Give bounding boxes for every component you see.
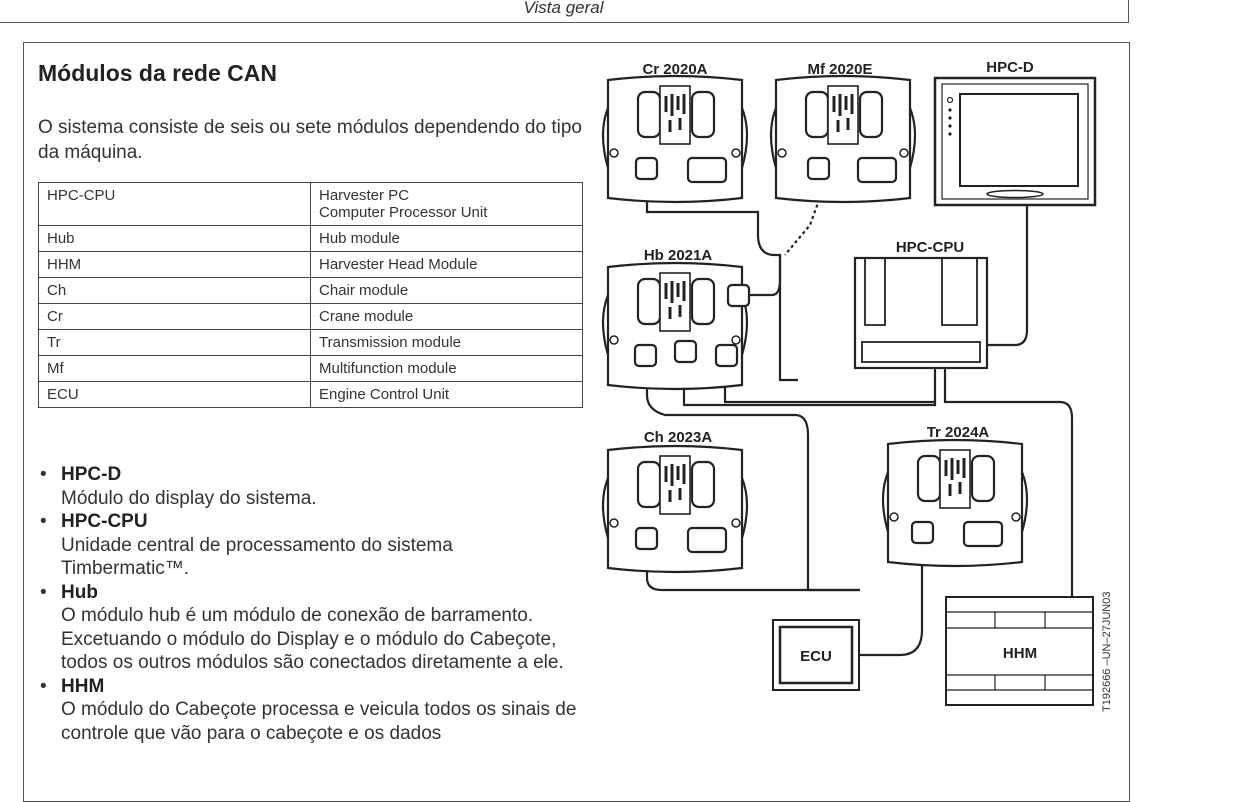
table-cell-abbr: Mf	[38, 355, 311, 382]
bullet-desc: O módulo do Cabeçote processa e veicula …	[61, 699, 577, 744]
bullet-desc: O módulo hub é um módulo de conexão de b…	[61, 605, 564, 673]
table-cell-abbr: HPC-CPU	[38, 182, 311, 226]
bullet-title: HHM	[61, 675, 105, 697]
ecu-unit	[772, 619, 860, 691]
header-box: Vista geral	[0, 0, 1129, 23]
hb-module-label: Hb 2021A	[644, 247, 713, 264]
can-network-diagram: Cr 2020A Mf 2020E HPC-D Hb 2021A HPC-CPU	[601, 59, 1113, 712]
table-cell-desc: Hub module	[310, 225, 583, 252]
hhm-unit	[945, 596, 1094, 706]
table-cell-abbr: Cr	[38, 303, 311, 330]
hpcd-label: HPC-D	[986, 59, 1034, 76]
table-cell-desc: Chair module	[310, 277, 583, 304]
table-cell-desc: Multifunction module	[310, 355, 583, 382]
bullet-title: HPC-CPU	[61, 511, 148, 532]
section-intro: O sistema consiste de seis ou sete módul…	[38, 117, 582, 163]
table-cell-abbr: ECU	[38, 381, 311, 408]
hb-module	[601, 261, 751, 391]
table-cell-desc: Transmission module	[310, 329, 583, 356]
figure-id: T192666 –UN–27JUN03	[1101, 592, 1113, 712]
table-cell-desc: Harvester Head Module	[310, 251, 583, 278]
table-cell-abbr: HHM	[38, 251, 311, 278]
table-cell-desc: Engine Control Unit	[310, 381, 583, 408]
mf-module	[769, 74, 917, 204]
table-cell-desc: Crane module	[310, 303, 583, 330]
cr-module	[601, 74, 749, 204]
bullet-desc: Módulo do display do sistema.	[61, 487, 317, 509]
tr-module-label: Tr 2024A	[927, 424, 990, 441]
bullet-title: Hub	[61, 581, 98, 603]
section-title: Módulos da rede CAN	[38, 60, 277, 86]
bullet-title: HPC-D	[61, 464, 122, 485]
header-caption: Vista geral	[523, 0, 604, 17]
table-cell-abbr: Tr	[38, 329, 311, 356]
ecu-label: ECU	[800, 648, 832, 665]
ch-module-label: Ch 2023A	[644, 429, 713, 446]
mf-module-label: Mf 2020E	[807, 61, 872, 78]
tr-module	[881, 438, 1029, 568]
bullet-desc: Unidade central de processamento do sist…	[61, 534, 453, 580]
table-cell-abbr: Ch	[38, 277, 311, 304]
hhm-label: HHM	[1003, 645, 1037, 662]
hpcd-display	[933, 76, 1097, 207]
table-cell-desc: Harvester PC Computer Processor Unit	[310, 182, 583, 226]
table-cell-abbr: Hub	[38, 225, 311, 252]
cr-module-label: Cr 2020A	[642, 61, 707, 78]
hpccpu-unit	[853, 256, 989, 370]
ch-module	[601, 444, 749, 574]
hpccpu-label: HPC-CPU	[896, 239, 964, 256]
